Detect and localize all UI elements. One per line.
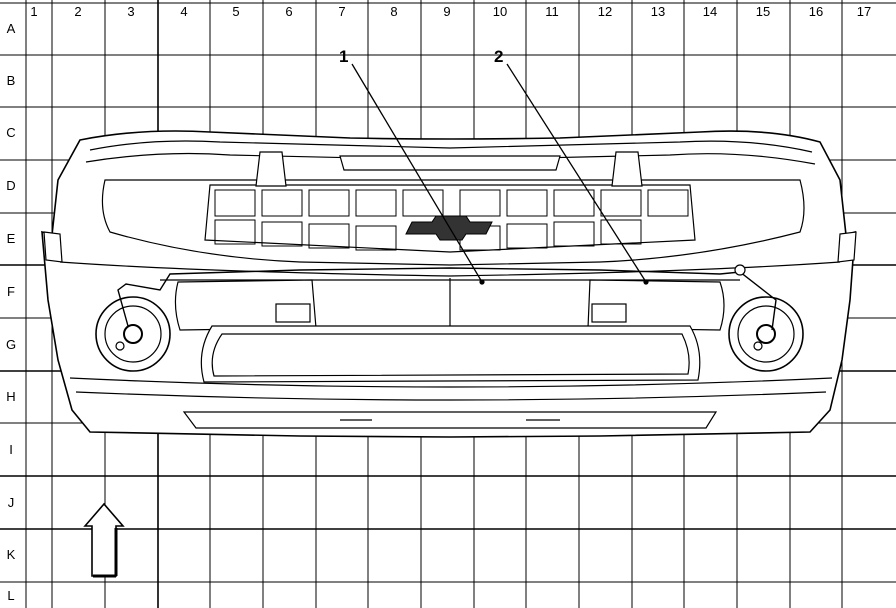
connector	[734, 264, 746, 276]
row-label: E	[7, 231, 16, 246]
intake-pad-right	[587, 279, 725, 331]
grille-bracket	[255, 151, 287, 187]
row-label: L	[7, 588, 14, 603]
col-label: 17	[857, 4, 871, 19]
front-bumper-fascia	[41, 130, 857, 438]
col-label: 13	[651, 4, 665, 19]
callout-leaders	[351, 63, 647, 283]
col-label: 1	[30, 4, 37, 19]
lower-intake	[200, 325, 701, 383]
grille-bracket	[611, 151, 643, 187]
side-marker	[43, 231, 63, 263]
row-label: G	[6, 337, 16, 352]
leader-line-2	[506, 63, 647, 283]
up-arrow-icon	[83, 502, 125, 578]
pad-detail	[275, 303, 311, 323]
hood-notch	[339, 155, 561, 171]
valance	[75, 391, 827, 401]
wiring-harness	[117, 267, 777, 331]
row-label: H	[6, 389, 15, 404]
splitter	[182, 411, 718, 429]
row-label: J	[8, 495, 15, 510]
col-label: 7	[338, 4, 345, 19]
valance	[69, 377, 833, 388]
row-label: I	[9, 442, 13, 457]
callout-2: 2	[494, 47, 503, 66]
emblem	[405, 215, 493, 241]
callout-1: 1	[339, 47, 348, 66]
col-label: 10	[493, 4, 507, 19]
col-label: 5	[232, 4, 239, 19]
row-label: A	[7, 21, 16, 36]
row-label: K	[7, 547, 16, 562]
pad-detail	[591, 303, 627, 323]
row-labels: A B C D E F G H I J K L	[6, 21, 16, 603]
fog-lamp-left	[95, 296, 171, 372]
col-label: 11	[545, 4, 559, 19]
side-marker	[837, 231, 857, 263]
col-label: 6	[285, 4, 292, 19]
upper-band	[89, 140, 813, 153]
lower-intake-inner	[211, 333, 690, 377]
row-label: B	[7, 73, 16, 88]
fog-lamp-right	[728, 296, 804, 372]
leader-line-1	[351, 63, 483, 283]
row-label: D	[6, 178, 15, 193]
col-label: 14	[703, 4, 717, 19]
col-label: 12	[598, 4, 612, 19]
col-label: 4	[180, 4, 187, 19]
col-label: 15	[756, 4, 770, 19]
col-label: 2	[74, 4, 81, 19]
column-labels: 1 2 3 4 5 6 7 8 9 10 11 12 13 14 15 16 1…	[30, 4, 871, 19]
col-label: 3	[127, 4, 134, 19]
row-label: C	[6, 125, 15, 140]
row-label: F	[7, 284, 15, 299]
col-label: 8	[390, 4, 397, 19]
col-label: 16	[809, 4, 823, 19]
col-label: 9	[443, 4, 450, 19]
